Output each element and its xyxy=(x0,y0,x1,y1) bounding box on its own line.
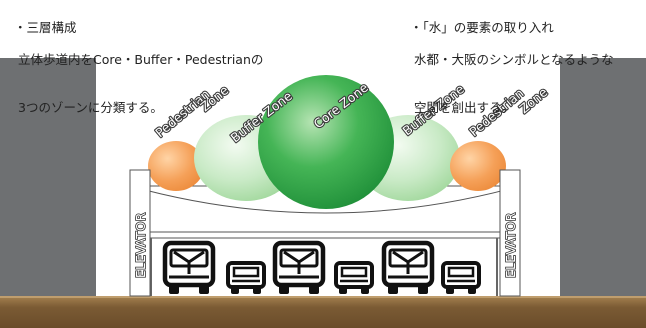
car-icon xyxy=(334,261,374,294)
note-right-line1: 水都・大阪のシンボルとなるような xyxy=(414,52,614,67)
building-left xyxy=(0,58,96,300)
elevator-left-label: ELEVATOR xyxy=(134,212,148,278)
note-left-line2: 3つのゾーンに分類する。 xyxy=(18,100,163,115)
bus-icon xyxy=(272,240,326,294)
bus-icon xyxy=(381,240,435,294)
core-zone-blob xyxy=(258,75,394,209)
pedestrian-zone-left-blob xyxy=(148,141,204,191)
building-right xyxy=(560,58,646,300)
note-left-bullet: ・三層構成 xyxy=(13,20,77,35)
elevator-right-label: ELEVATOR xyxy=(504,212,518,278)
car-icon xyxy=(226,261,266,294)
note-left-line1: 立体歩道内をCore・Buffer・Pedestrianの xyxy=(18,52,264,67)
note-water-element: ・「水」の要素の取り入れ 水都・大阪のシンボルとなるような 空間を創出する。 xyxy=(402,4,614,132)
elevator-left-shaft xyxy=(129,169,151,297)
note-three-layer: ・三層構成 立体歩道内をCore・Buffer・Pedestrianの 3つのゾ… xyxy=(6,4,263,132)
bus-icon xyxy=(162,240,216,294)
note-right-bullet: ・「水」の要素の取り入れ xyxy=(409,20,554,35)
note-right-line2: 空間を創出する。 xyxy=(414,100,515,115)
elevator-right-shaft xyxy=(499,169,521,297)
car-icon xyxy=(441,261,481,294)
vehicles-row xyxy=(162,240,481,294)
pedestrian-zone-right-blob xyxy=(450,141,506,191)
